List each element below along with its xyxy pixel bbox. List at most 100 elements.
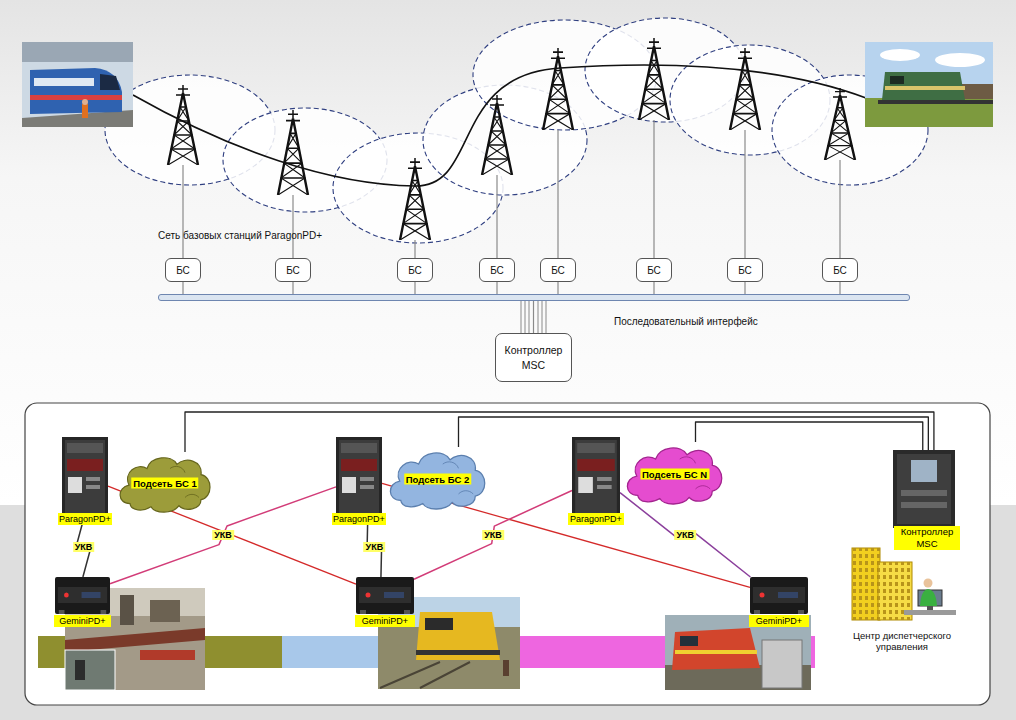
radio-tower	[168, 85, 198, 165]
train-photo	[935, 53, 985, 67]
node-text: Подсеть БС N	[640, 469, 709, 480]
site-photo	[65, 650, 115, 690]
node-text: БС	[166, 259, 200, 281]
controller-box: Контроллер MSC	[495, 333, 572, 382]
connector-line	[459, 417, 929, 450]
train-photo	[22, 42, 133, 127]
radio-rack	[577, 459, 615, 471]
connector-line	[292, 282, 293, 294]
train-photo	[675, 650, 757, 654]
radio-rack	[341, 443, 377, 453]
edge-label: УКВ	[482, 530, 504, 540]
train-photo	[665, 615, 811, 690]
node-text: БС	[637, 259, 671, 281]
radio-tower	[278, 110, 308, 195]
train-photo	[34, 78, 94, 86]
subnet-cloud: Подсеть БС N	[622, 442, 727, 506]
node-text: БС	[480, 259, 514, 281]
bus-wire	[529, 301, 530, 333]
radio-rack	[342, 477, 356, 493]
node-text: БС	[276, 259, 310, 281]
modem-device	[750, 577, 808, 614]
tower-wire	[414, 240, 415, 258]
modem-device	[101, 610, 107, 614]
coverage-ellipse	[105, 18, 928, 243]
site-photo	[150, 600, 180, 622]
radio-rack	[578, 477, 593, 493]
connector-line	[414, 282, 415, 294]
radio-rack	[65, 440, 105, 514]
train-photo	[680, 636, 698, 646]
radio-unit: ParagonPD+	[336, 437, 382, 517]
connector-line	[496, 282, 497, 294]
connector-line	[620, 493, 750, 577]
base-station-box: БС	[540, 258, 576, 282]
train-photo	[885, 86, 965, 90]
modem-device	[760, 593, 765, 598]
cloud-shape	[627, 448, 721, 504]
building	[852, 548, 880, 620]
radio-rack	[339, 440, 379, 514]
train-photo	[890, 76, 904, 84]
tower-wire	[496, 175, 497, 258]
modem-device	[753, 587, 805, 603]
node-text: GeminiPD+	[749, 615, 809, 627]
modem-device	[64, 593, 69, 598]
base-station-box: БС	[275, 258, 311, 282]
train-photo	[882, 72, 965, 100]
node-text: GeminiPD+	[355, 615, 415, 627]
train-photo	[30, 95, 122, 100]
radio-rack	[86, 485, 100, 489]
node-text: Подсеть БС 2	[404, 474, 471, 485]
connector-line	[839, 282, 840, 294]
radio-tower	[730, 48, 760, 130]
radio-rack	[577, 443, 615, 453]
subnet-cloud: Подсеть БС 2	[385, 447, 490, 511]
dispatcher-figure	[904, 579, 956, 616]
node-text: Последовательный интерфейс	[614, 316, 758, 327]
caption-label: Центр диспетчерского управления	[846, 630, 958, 652]
node-text: ParagonPD+	[58, 513, 112, 525]
modem-device	[384, 592, 404, 598]
radio-rack	[575, 440, 617, 514]
node-text: ParagonPD+	[568, 513, 624, 525]
dispatcher-figure	[920, 589, 937, 606]
base-station-box: БС	[636, 258, 672, 282]
connector-line	[185, 412, 934, 452]
controller-rack	[893, 450, 955, 528]
modem-unit: GeminiPD+	[356, 577, 414, 614]
radio-rack	[597, 485, 612, 489]
bus-wire	[538, 301, 539, 333]
modem-device	[356, 577, 414, 614]
modem-device	[82, 592, 101, 598]
modem-device	[366, 593, 371, 598]
modem-device	[360, 610, 366, 614]
modem-device	[798, 610, 804, 614]
connector-line	[557, 282, 558, 294]
modem-device	[754, 610, 760, 614]
radio-unit: ParagonPD+	[62, 437, 108, 517]
radio-rack	[62, 437, 108, 517]
tower-wire	[557, 130, 558, 258]
dispatcher-figure	[927, 606, 933, 610]
site-photo	[120, 595, 134, 625]
train-photo	[878, 100, 993, 104]
bus-wire	[546, 301, 547, 333]
dispatcher-figure	[918, 590, 942, 606]
train-photo	[416, 612, 500, 660]
radio-rack	[572, 437, 620, 517]
modem-device	[356, 577, 414, 614]
modem-device	[55, 577, 110, 614]
radio-tower	[482, 95, 512, 175]
edge-label: УКВ	[674, 530, 696, 540]
radio-rack	[336, 437, 382, 517]
bus-wire	[525, 301, 526, 333]
modem-device	[58, 587, 107, 603]
radio-rack	[67, 459, 103, 471]
radio-rack	[62, 437, 108, 517]
radio-tower	[168, 38, 855, 240]
tower-wire	[839, 160, 840, 258]
tower-wire	[744, 130, 745, 258]
controller-rack	[901, 490, 947, 496]
connector-line	[653, 282, 654, 294]
